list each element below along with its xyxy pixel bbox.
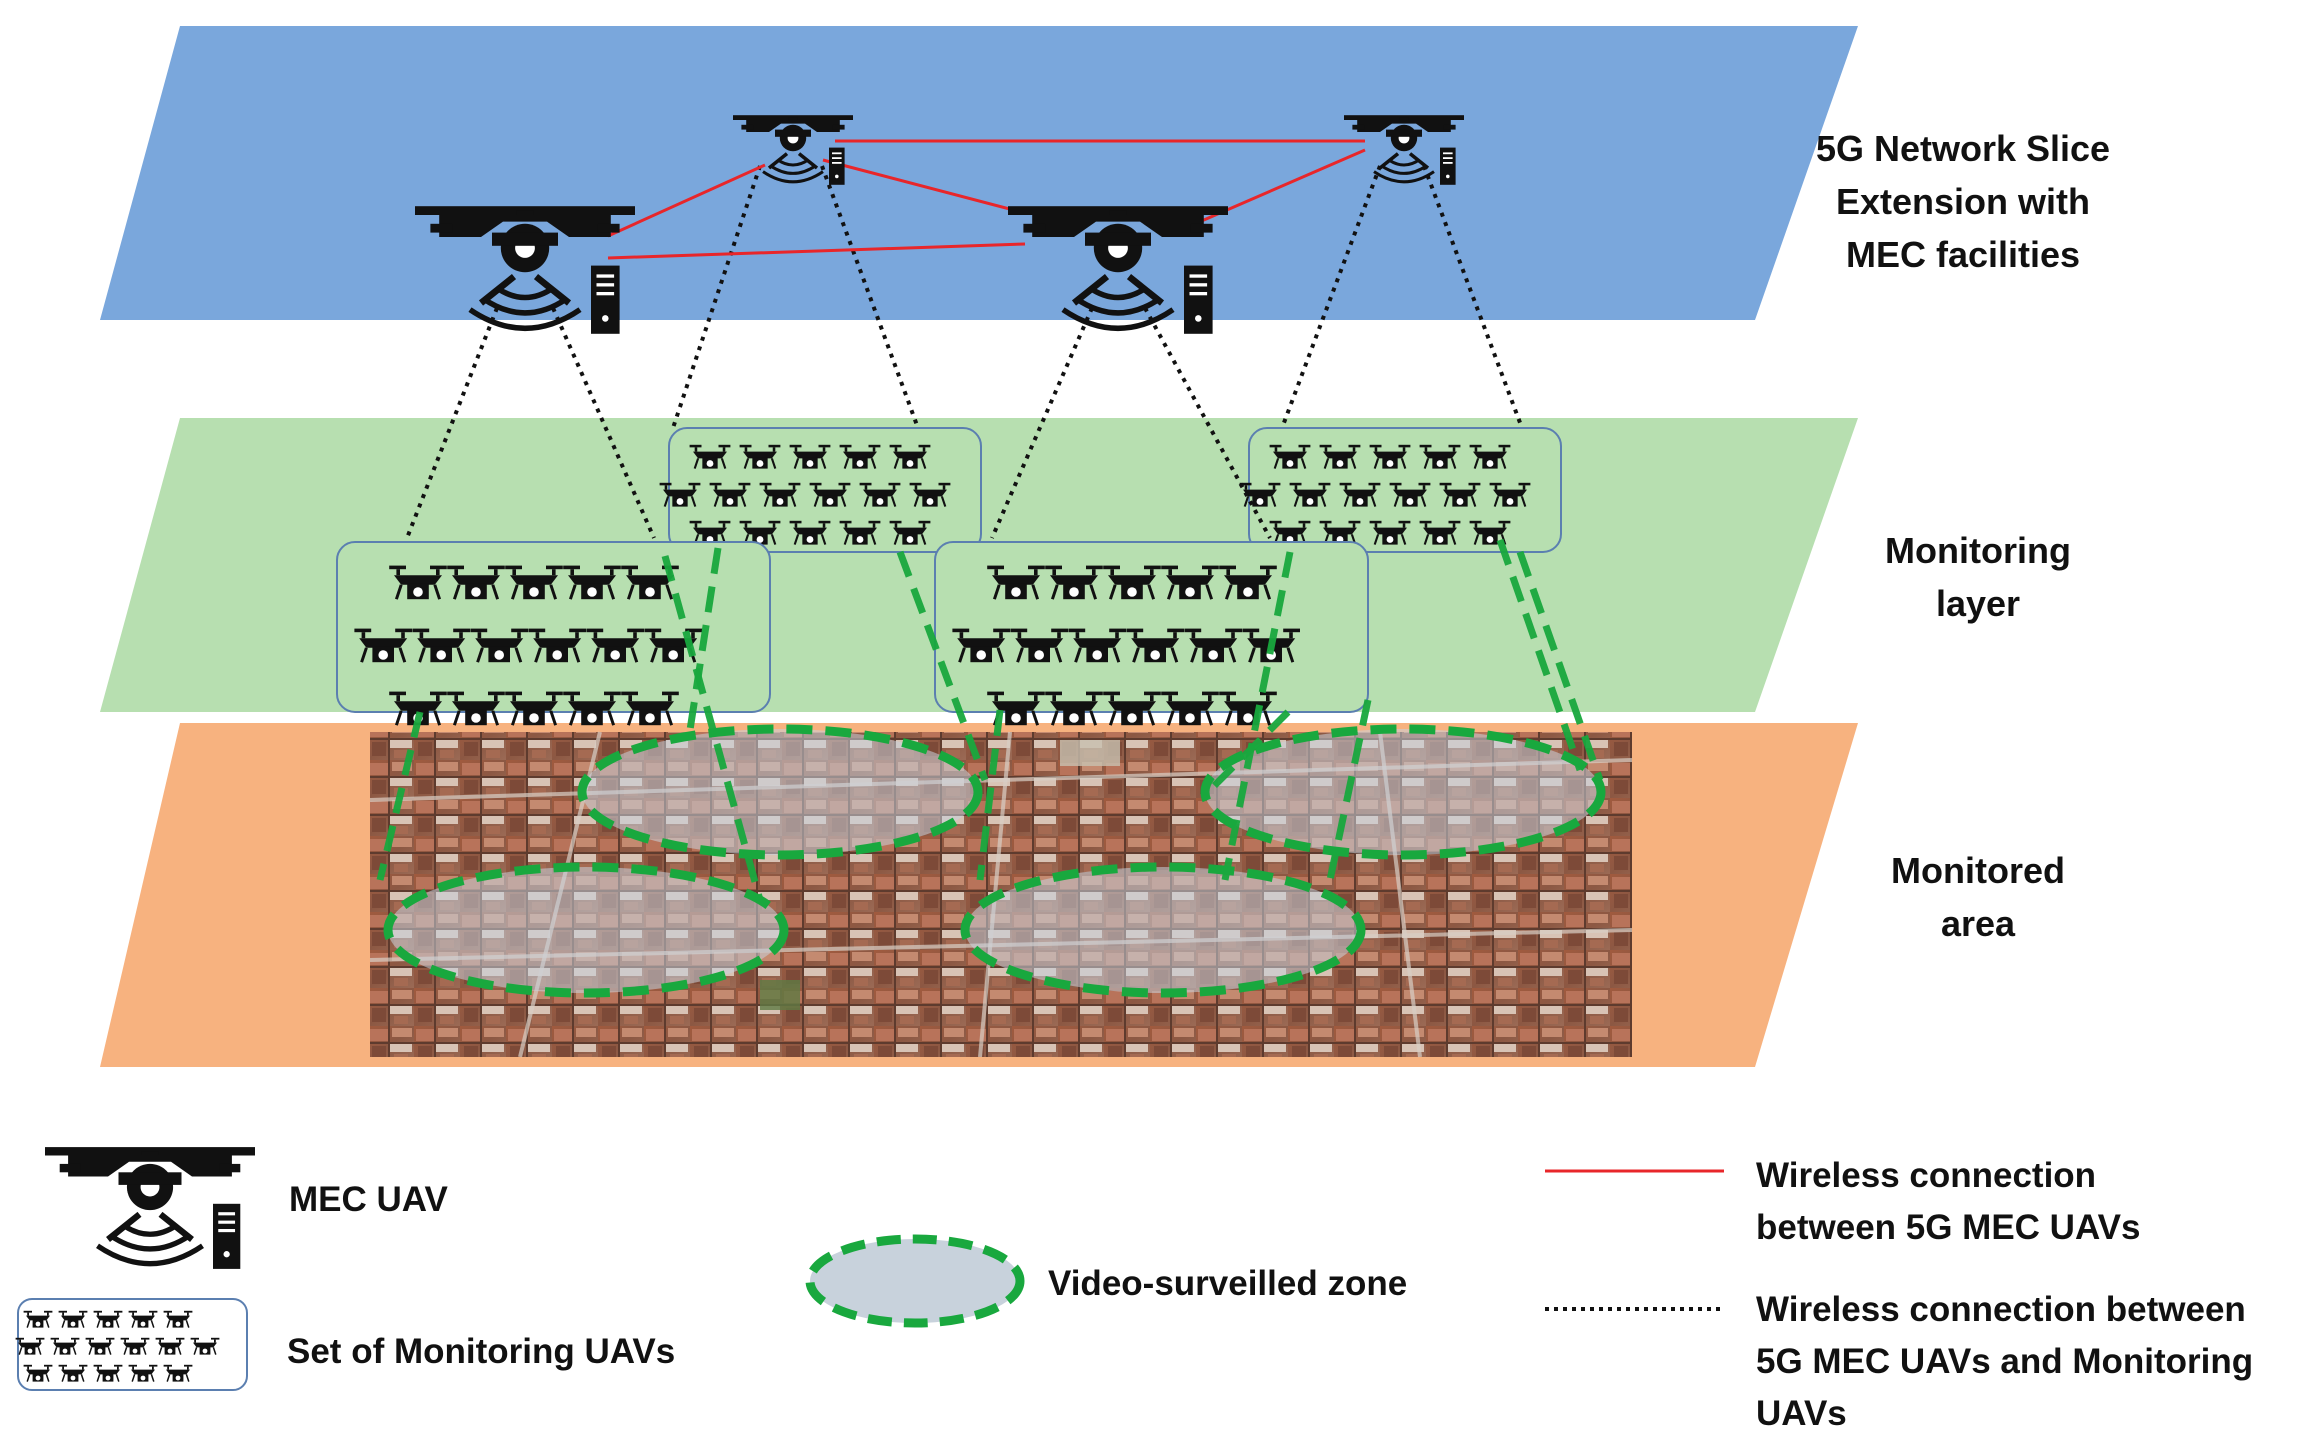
projection-line [896, 550, 989, 782]
monitored-area-label: Monitored area [1778, 844, 2178, 950]
legend-swarm-box [17, 1298, 248, 1391]
legend-dotted-line-label-line3: UAVs [1756, 1394, 1847, 1433]
monitoring-uav-icon [22, 1310, 54, 1329]
projection-lines [376, 538, 1604, 901]
dotted-link [990, 307, 1094, 539]
monitoring-uav-icon [162, 1310, 194, 1329]
dotted-link [405, 307, 499, 539]
monitoring-uav-icon [119, 1337, 151, 1356]
dotted-link [1422, 165, 1524, 429]
projection-line [661, 555, 764, 901]
dotted-link [1143, 307, 1272, 539]
legend-mec-uav-icon [45, 1147, 255, 1269]
projection-line [1207, 709, 1291, 793]
projection-line [1326, 699, 1372, 881]
monitoring-uav-icon [189, 1337, 221, 1356]
monitoring-uav-swarms [336, 427, 1562, 727]
projection-line [1496, 538, 1584, 772]
monitoring-uav-icon [92, 1364, 124, 1383]
top-layer-label-line3: MEC facilities [1845, 234, 2081, 275]
red-link [607, 163, 766, 238]
projection-line [1221, 551, 1294, 881]
surveilled-zone [383, 862, 789, 998]
legend-dotted-line-label-line2: 5G MEC UAVs and Monitoring [1756, 1342, 2254, 1381]
top-layer-label: 5G Network Slice Extension with MEC faci… [1748, 122, 2178, 281]
legend-mec-uav-label: MEC UAV [289, 1180, 448, 1219]
monitoring-layer-label-line2: layer [1935, 583, 2021, 624]
legend [14, 1147, 1724, 1391]
red-link [822, 158, 1026, 215]
projection-line [1516, 550, 1604, 782]
monitoring-uav-icon [162, 1364, 194, 1383]
legend-dotted-line-label: Wireless connection between 5G MEC UAVs … [1756, 1284, 2253, 1440]
top-layer-label-line1: 5G Network Slice [1815, 128, 2111, 169]
projection-line [376, 711, 424, 881]
dotted-link [820, 165, 920, 429]
surveilled-zone [577, 724, 983, 860]
mec-to-monitoring-links [405, 165, 1524, 539]
monitoring-uav-icon [127, 1310, 159, 1329]
monitoring-uav-icon [154, 1337, 186, 1356]
legend-red-line-label: Wireless connection between 5G MEC UAVs [1756, 1150, 2140, 1254]
projection-line [686, 547, 722, 731]
dotted-link [551, 307, 656, 539]
legend-dotted-line-label-line1: Wireless connection between [1756, 1290, 2246, 1329]
monitoring-uav-icon [84, 1337, 116, 1356]
legend-red-line-label-line1: Wireless connection [1756, 1156, 2097, 1195]
surveilled-zone [960, 862, 1366, 998]
monitoring-uav-icon [57, 1364, 89, 1383]
monitoring-uav-icon [127, 1364, 159, 1383]
top-layer-label-line2: Extension with [1835, 181, 2091, 222]
legend-zone-icon [805, 1234, 1025, 1328]
surveilled-zone [1200, 724, 1606, 860]
monitoring-uav-icon [92, 1310, 124, 1329]
monitoring-uav-icon [22, 1364, 54, 1383]
monitored-area-label-line1: Monitored [1891, 850, 2065, 891]
monitoring-layer-label: Monitoring layer [1778, 524, 2178, 630]
monitoring-uav-icon [14, 1337, 46, 1356]
legend-red-line-label-line2: between 5G MEC UAVs [1756, 1208, 2141, 1247]
surveilled-zones [383, 724, 1606, 998]
mec-slice-layer [100, 26, 1858, 320]
dotted-link [671, 165, 762, 429]
monitoring-uav-icon [49, 1337, 81, 1356]
legend-set-monitoring-label: Set of Monitoring UAVs [287, 1332, 676, 1371]
dotted-link [1280, 165, 1382, 429]
monitoring-uav-icon [57, 1310, 89, 1329]
legend-zone-label: Video-surveilled zone [1048, 1264, 1408, 1303]
red-link [607, 242, 1026, 260]
monitoring-layer-label-line1: Monitoring [1885, 530, 2071, 571]
projection-line [976, 709, 1004, 881]
monitored-area-label-line2: area [1940, 903, 2016, 944]
legend-monitoring-uavs [14, 1310, 221, 1383]
